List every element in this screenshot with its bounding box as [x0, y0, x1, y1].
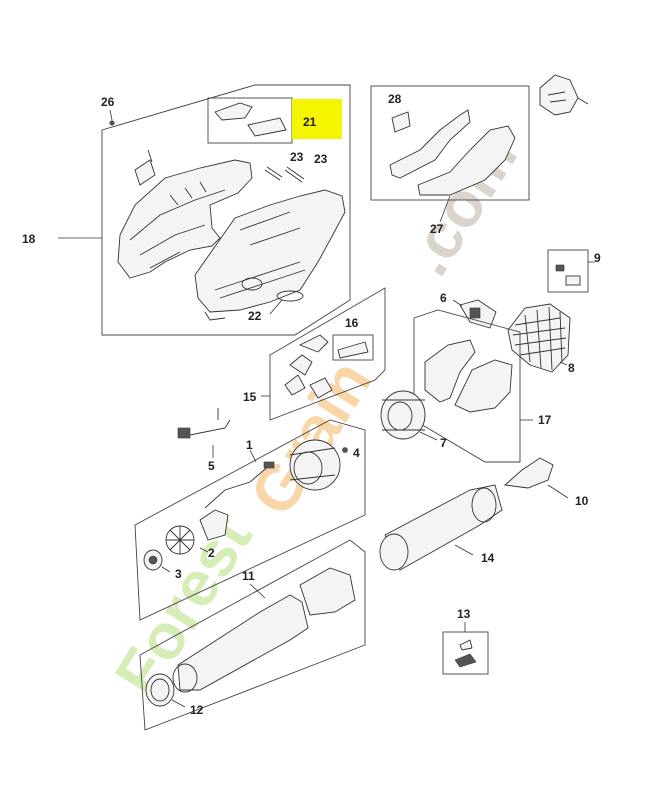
- callout-4[interactable]: 4: [353, 446, 360, 460]
- callout-21[interactable]: 21: [303, 115, 317, 129]
- part-9b[interactable]: [565, 275, 581, 286]
- pin-part-23a[interactable]: [264, 169, 281, 181]
- part-15a[interactable]: [298, 334, 329, 353]
- screw-part-26[interactable]: [109, 120, 115, 126]
- callout-16[interactable]: 16: [345, 316, 359, 330]
- motor-part-1[interactable]: [289, 439, 341, 491]
- part-2-fan-motor[interactable]: [165, 509, 229, 555]
- cover-part-upper[interactable]: [389, 109, 471, 179]
- watermark-text-grain: Grain: [236, 348, 386, 528]
- callout-28[interactable]: 28: [388, 92, 402, 106]
- part-8-grille[interactable]: 8: [507, 303, 575, 375]
- callout-18[interactable]: 18: [22, 232, 36, 246]
- motor-group: 1 4 2 3: [134, 419, 366, 621]
- motor-wire: [204, 464, 271, 509]
- part-9-group: 9: [547, 249, 601, 293]
- cover-group-frame: [370, 85, 530, 201]
- part-17-left[interactable]: [424, 339, 476, 403]
- part-15d[interactable]: [309, 377, 333, 399]
- part-15b[interactable]: [289, 354, 313, 376]
- part-13-group: 13: [442, 607, 489, 675]
- part-16-bracket[interactable]: [337, 341, 369, 359]
- motor-group-frame: [134, 419, 366, 621]
- part-13-frame: [442, 631, 489, 675]
- part-13b[interactable]: [454, 653, 477, 668]
- decal-part-21b[interactable]: [247, 117, 287, 137]
- left-housing-half[interactable]: [117, 149, 253, 279]
- part-15c[interactable]: [284, 374, 306, 396]
- decal-part-28[interactable]: [391, 111, 411, 133]
- top-right-component[interactable]: [539, 74, 589, 116]
- part-11-tube[interactable]: [172, 567, 356, 693]
- part-7-fan-housing[interactable]: 7: [380, 390, 447, 450]
- callout-8[interactable]: 8: [568, 361, 575, 375]
- part-15-16-group: 15 16: [243, 287, 386, 421]
- callout-23-b[interactable]: 23: [314, 152, 328, 166]
- callout-11[interactable]: 11: [242, 569, 255, 583]
- screw-part-4[interactable]: [342, 447, 348, 453]
- callout-27[interactable]: 27: [430, 222, 444, 236]
- housing-emblem: [241, 277, 263, 291]
- cover-group: 28 27: [370, 85, 530, 236]
- part-9a[interactable]: [555, 264, 565, 272]
- right-housing-half[interactable]: [194, 189, 346, 321]
- callout-3[interactable]: 3: [175, 567, 182, 581]
- callout-13[interactable]: 13: [457, 607, 471, 621]
- callout-14[interactable]: 14: [481, 551, 495, 565]
- part-15-16-frame: [269, 287, 386, 421]
- part-13a[interactable]: [459, 639, 473, 651]
- callout-21-highlight: [292, 99, 342, 139]
- part-14-tube[interactable]: 14: [379, 484, 503, 571]
- callout-26[interactable]: 26: [101, 95, 115, 109]
- callout-22[interactable]: 22: [248, 309, 262, 323]
- callout-2[interactable]: 2: [208, 546, 215, 560]
- label-part-left[interactable]: [134, 159, 156, 186]
- callout-9[interactable]: 9: [594, 251, 601, 265]
- blower-tube-group-frame: [139, 539, 366, 731]
- part-3-bearing[interactable]: [143, 549, 163, 571]
- part-10-nozzle-tip[interactable]: 10: [503, 457, 589, 508]
- callout-12[interactable]: 12: [190, 703, 204, 717]
- blower-tube-group: 11 12: [139, 539, 366, 731]
- callout-1[interactable]: 1: [246, 438, 253, 452]
- part-12-ring[interactable]: [145, 673, 175, 707]
- callout-17[interactable]: 17: [538, 413, 552, 427]
- pin-part-23b[interactable]: [284, 169, 303, 183]
- decal-part-21a[interactable]: [214, 102, 253, 121]
- callout-6[interactable]: 6: [440, 291, 447, 305]
- housing-group: 18 21 26 23 23: [22, 84, 351, 336]
- part-16-frame: [332, 334, 374, 361]
- stihl-logo-plate: [276, 290, 304, 302]
- callout-10[interactable]: 10: [575, 494, 589, 508]
- part-17-right[interactable]: [454, 359, 513, 413]
- callout-15[interactable]: 15: [243, 390, 257, 404]
- part-17-group: 17: [413, 309, 552, 463]
- part-5-switch[interactable]: 5: [177, 408, 231, 473]
- callout-7[interactable]: 7: [440, 436, 447, 450]
- part-9-frame: [547, 249, 589, 293]
- callout-23-a[interactable]: 23: [290, 150, 304, 164]
- callout-5[interactable]: 5: [208, 459, 215, 473]
- part-6[interactable]: 6: [440, 291, 497, 329]
- cover-part-27[interactable]: [417, 125, 516, 196]
- housing-group-frame: [101, 84, 351, 336]
